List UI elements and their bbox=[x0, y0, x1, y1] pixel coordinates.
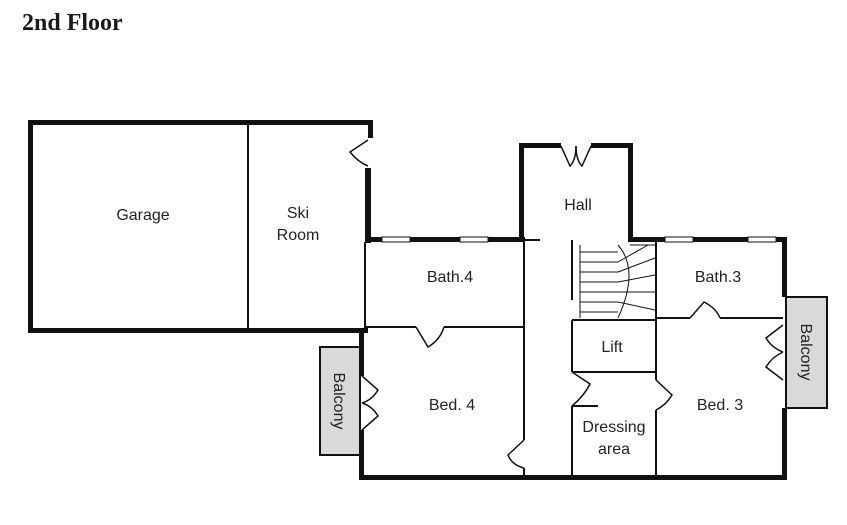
label-ski-room-2: Room bbox=[277, 227, 320, 244]
label-dressing-2: area bbox=[598, 441, 630, 458]
interior-walls bbox=[247, 124, 783, 476]
label-bed-3: Bed. 3 bbox=[697, 397, 743, 414]
label-bath-4: Bath.4 bbox=[427, 269, 473, 286]
label-garage: Garage bbox=[116, 207, 169, 224]
windows bbox=[381, 236, 777, 243]
staircase bbox=[579, 244, 656, 319]
floor-title: 2nd Floor bbox=[22, 10, 123, 36]
label-ski-room-1: Ski bbox=[287, 205, 309, 222]
label-dressing-1: Dressing bbox=[582, 419, 645, 436]
balcony-left bbox=[319, 346, 361, 456]
doors bbox=[348, 139, 784, 469]
label-hall: Hall bbox=[564, 197, 592, 214]
label-balcony-right: Balcony bbox=[797, 324, 814, 381]
room-labels: Garage Ski Room Hall Bath.4 Bath.3 Lift … bbox=[116, 197, 814, 458]
exterior-walls bbox=[28, 120, 787, 480]
label-lift: Lift bbox=[601, 339, 623, 356]
label-balcony-left: Balcony bbox=[330, 373, 347, 430]
label-bath-3: Bath.3 bbox=[695, 269, 741, 286]
balcony-right bbox=[785, 296, 828, 409]
label-bed-4: Bed. 4 bbox=[429, 397, 475, 414]
